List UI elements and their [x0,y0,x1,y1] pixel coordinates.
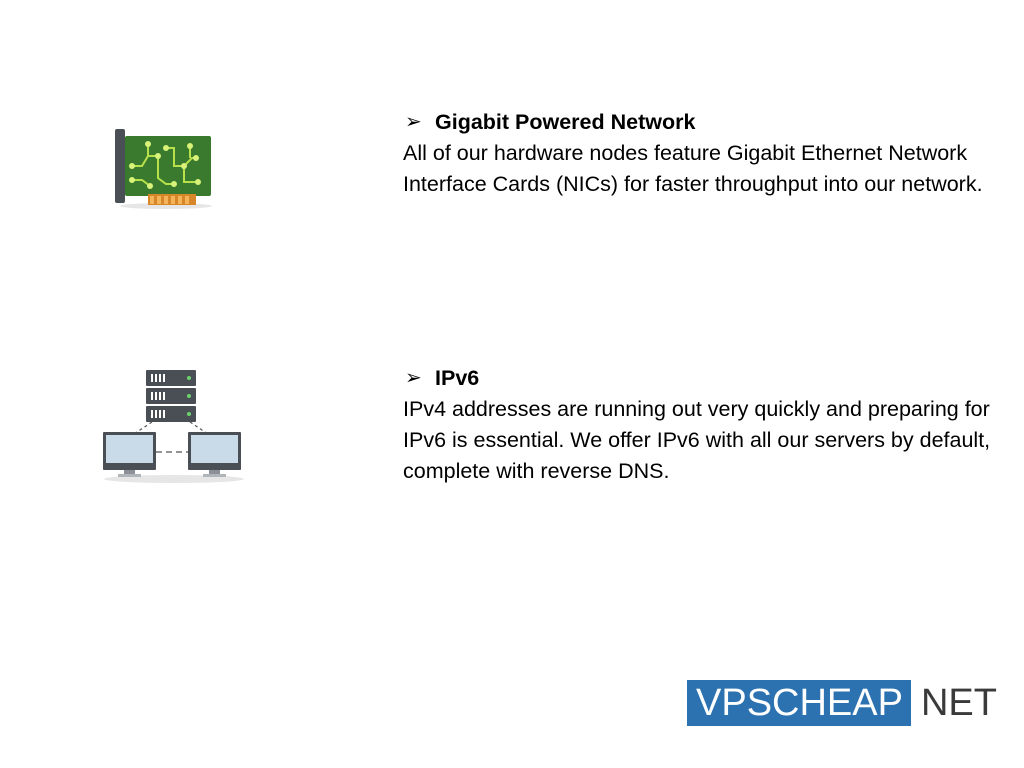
feature-title: IPv6 [435,366,480,390]
arrow-bullet-icon: ➢ [405,111,422,133]
feature-gigabit-network: ➢ Gigabit Powered Network All of our har… [403,107,1013,200]
network-card-icon [115,129,212,209]
feature-title: Gigabit Powered Network [435,110,696,134]
feature-heading: ➢ IPv6 [403,363,1013,394]
feature-ipv6: ➢ IPv6 IPv4 addresses are running out ve… [403,363,1013,487]
server-network-icon [103,370,244,483]
logo-primary-text: VPSCHEAP [687,680,911,726]
arrow-bullet-icon: ➢ [405,367,422,389]
vpscheap-logo: VPSCHEAP NET [687,680,997,726]
feature-heading: ➢ Gigabit Powered Network [403,107,1013,138]
feature-description: All of our hardware nodes feature Gigabi… [403,141,983,196]
feature-description: IPv4 addresses are running out very quic… [403,397,991,483]
logo-suffix-text: NET [920,682,997,724]
